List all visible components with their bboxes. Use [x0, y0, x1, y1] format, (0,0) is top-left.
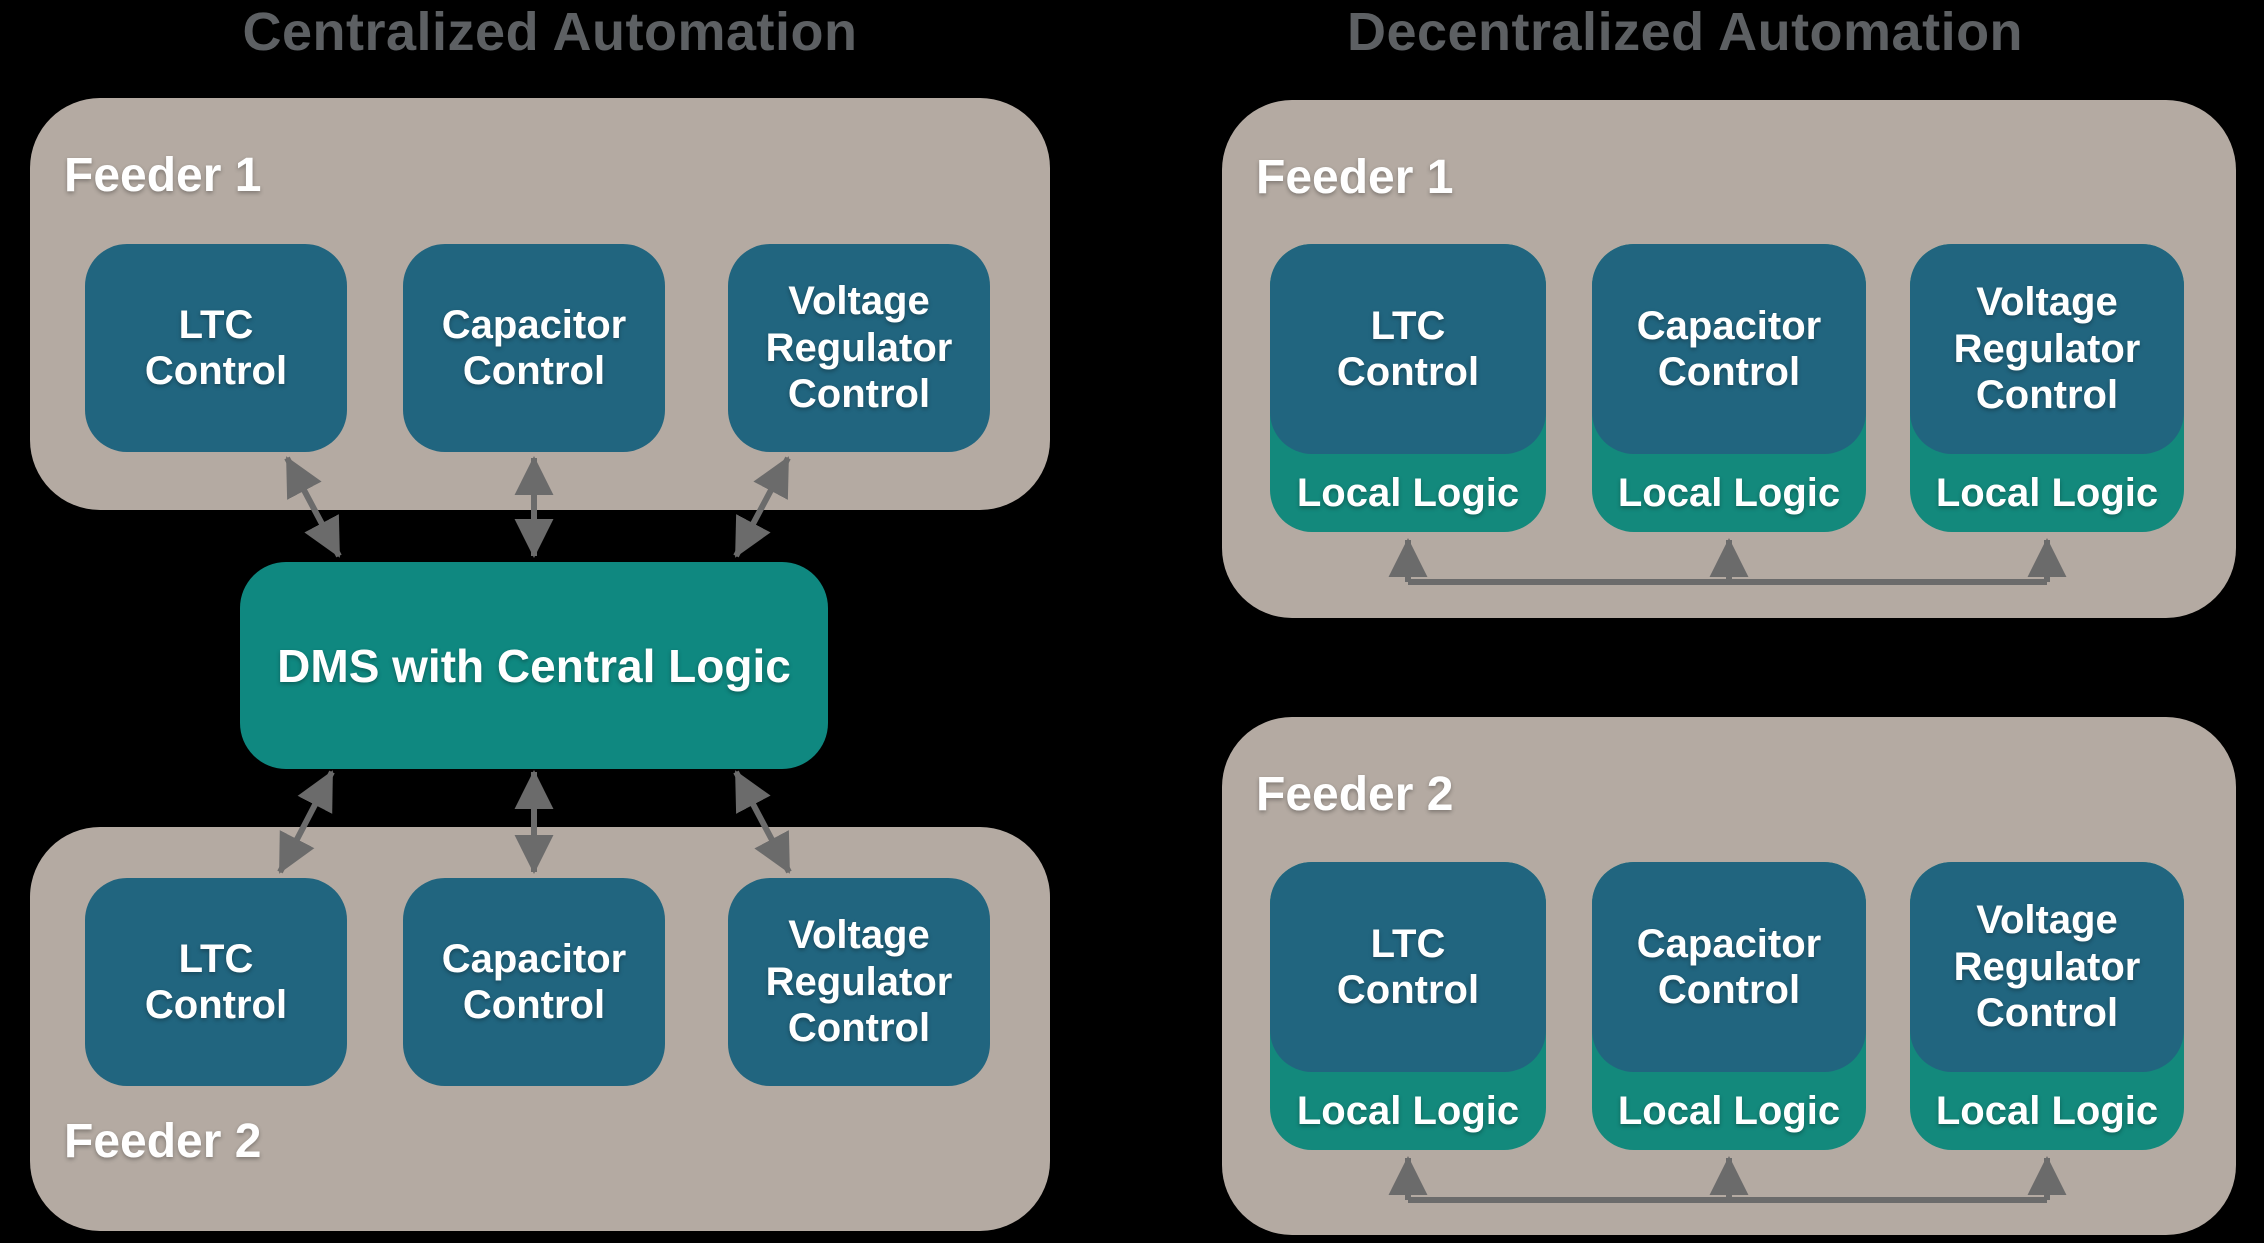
right-feeder2-box-capacitor-control-label: Capacitor Control — [1636, 921, 1822, 1012]
right-feeder2-box-capacitor-control-top: Capacitor Control — [1592, 862, 1866, 1072]
right-feeder1-box-voltage-regulator-control-label: Voltage Regulator Control — [1953, 280, 2141, 418]
left-feeder2-box-capacitor-control-label: Capacitor Control — [441, 936, 627, 1027]
left-feeder1-box-capacitor-control-label: Capacitor Control — [441, 302, 627, 393]
right-feeder2-capacitor-local-logic: Local Logic — [1592, 1072, 1866, 1150]
left-feeder1-label: Feeder 1 — [64, 149, 262, 202]
right-feeder2-box-ltc-control-label: LTC Control — [1336, 921, 1480, 1012]
right-feeder1-label: Feeder 1 — [1256, 151, 1454, 204]
right-feeder2-box-ltc-control-top: LTC Control — [1270, 862, 1546, 1072]
right-feeder2-capacitor-local-logic-label: Local Logic — [1617, 1088, 1841, 1133]
left-feeder1-box-capacitor-control: Capacitor Control — [403, 244, 665, 452]
right-feeder1-box-ltc-control-label: LTC Control — [1336, 303, 1480, 394]
left-feeder1-box-ltc-control: LTC Control — [85, 244, 347, 452]
right-feeder2-box-voltage-regulator-control: Voltage Regulator Control Local Logic — [1910, 862, 2184, 1150]
right-feeder2-box-ltc-control: LTC Control Local Logic — [1270, 862, 1546, 1150]
left-feeder2-box-ltc-control: LTC Control — [85, 878, 347, 1086]
right-feeder2-label: Feeder 2 — [1256, 768, 1454, 821]
left-feeder2-box-capacitor-control: Capacitor Control — [403, 878, 665, 1086]
right-feeder2-box-voltage-regulator-control-label: Voltage Regulator Control — [1953, 898, 2141, 1036]
left-feeder2-box-voltage-regulator-control: Voltage Regulator Control — [728, 878, 990, 1086]
left-feeder2-box-voltage-regulator-control-label: Voltage Regulator Control — [765, 913, 953, 1051]
right-feeder1-box-voltage-regulator-control: Voltage Regulator Control Local Logic — [1910, 244, 2184, 532]
right-feeder1-box-capacitor-control-top: Capacitor Control — [1592, 244, 1866, 454]
left-feeder2-box-ltc-control-label: LTC Control — [144, 936, 288, 1027]
centralized-automation-title: Centralized Automation — [242, 2, 858, 62]
left-feeder1-box-ltc-control-label: LTC Control — [144, 302, 288, 393]
right-feeder2-ltc-local-logic: Local Logic — [1270, 1072, 1546, 1150]
right-feeder2-voltage-regulator-local-logic-label: Local Logic — [1935, 1088, 2159, 1133]
right-feeder1-box-voltage-regulator-control-top: Voltage Regulator Control — [1910, 244, 2184, 454]
right-feeder1-ltc-local-logic: Local Logic — [1270, 454, 1546, 532]
dms-central-logic-box: DMS with Central Logic — [240, 562, 828, 769]
right-feeder1-box-capacitor-control-label: Capacitor Control — [1636, 303, 1822, 394]
right-feeder2-voltage-regulator-local-logic: Local Logic — [1910, 1072, 2184, 1150]
right-feeder1-box-capacitor-control: Capacitor Control Local Logic — [1592, 244, 1866, 532]
right-feeder1-box-ltc-control-top: LTC Control — [1270, 244, 1546, 454]
right-feeder2-ltc-local-logic-label: Local Logic — [1296, 1088, 1520, 1133]
dms-central-logic-label: DMS with Central Logic — [277, 639, 791, 692]
right-feeder1-capacitor-local-logic: Local Logic — [1592, 454, 1866, 532]
left-feeder1-box-voltage-regulator-control: Voltage Regulator Control — [728, 244, 990, 452]
right-feeder2-box-voltage-regulator-control-top: Voltage Regulator Control — [1910, 862, 2184, 1072]
right-feeder1-capacitor-local-logic-label: Local Logic — [1617, 470, 1841, 515]
left-feeder1-box-voltage-regulator-control-label: Voltage Regulator Control — [765, 279, 953, 417]
decentralized-automation-title: Decentralized Automation — [1346, 2, 2024, 62]
right-feeder1-voltage-regulator-local-logic: Local Logic — [1910, 454, 2184, 532]
right-feeder2-box-capacitor-control: Capacitor Control Local Logic — [1592, 862, 1866, 1150]
right-feeder1-voltage-regulator-local-logic-label: Local Logic — [1935, 470, 2159, 515]
left-feeder2-label: Feeder 2 — [64, 1115, 262, 1168]
right-feeder1-ltc-local-logic-label: Local Logic — [1296, 470, 1520, 515]
right-feeder1-box-ltc-control: LTC Control Local Logic — [1270, 244, 1546, 532]
